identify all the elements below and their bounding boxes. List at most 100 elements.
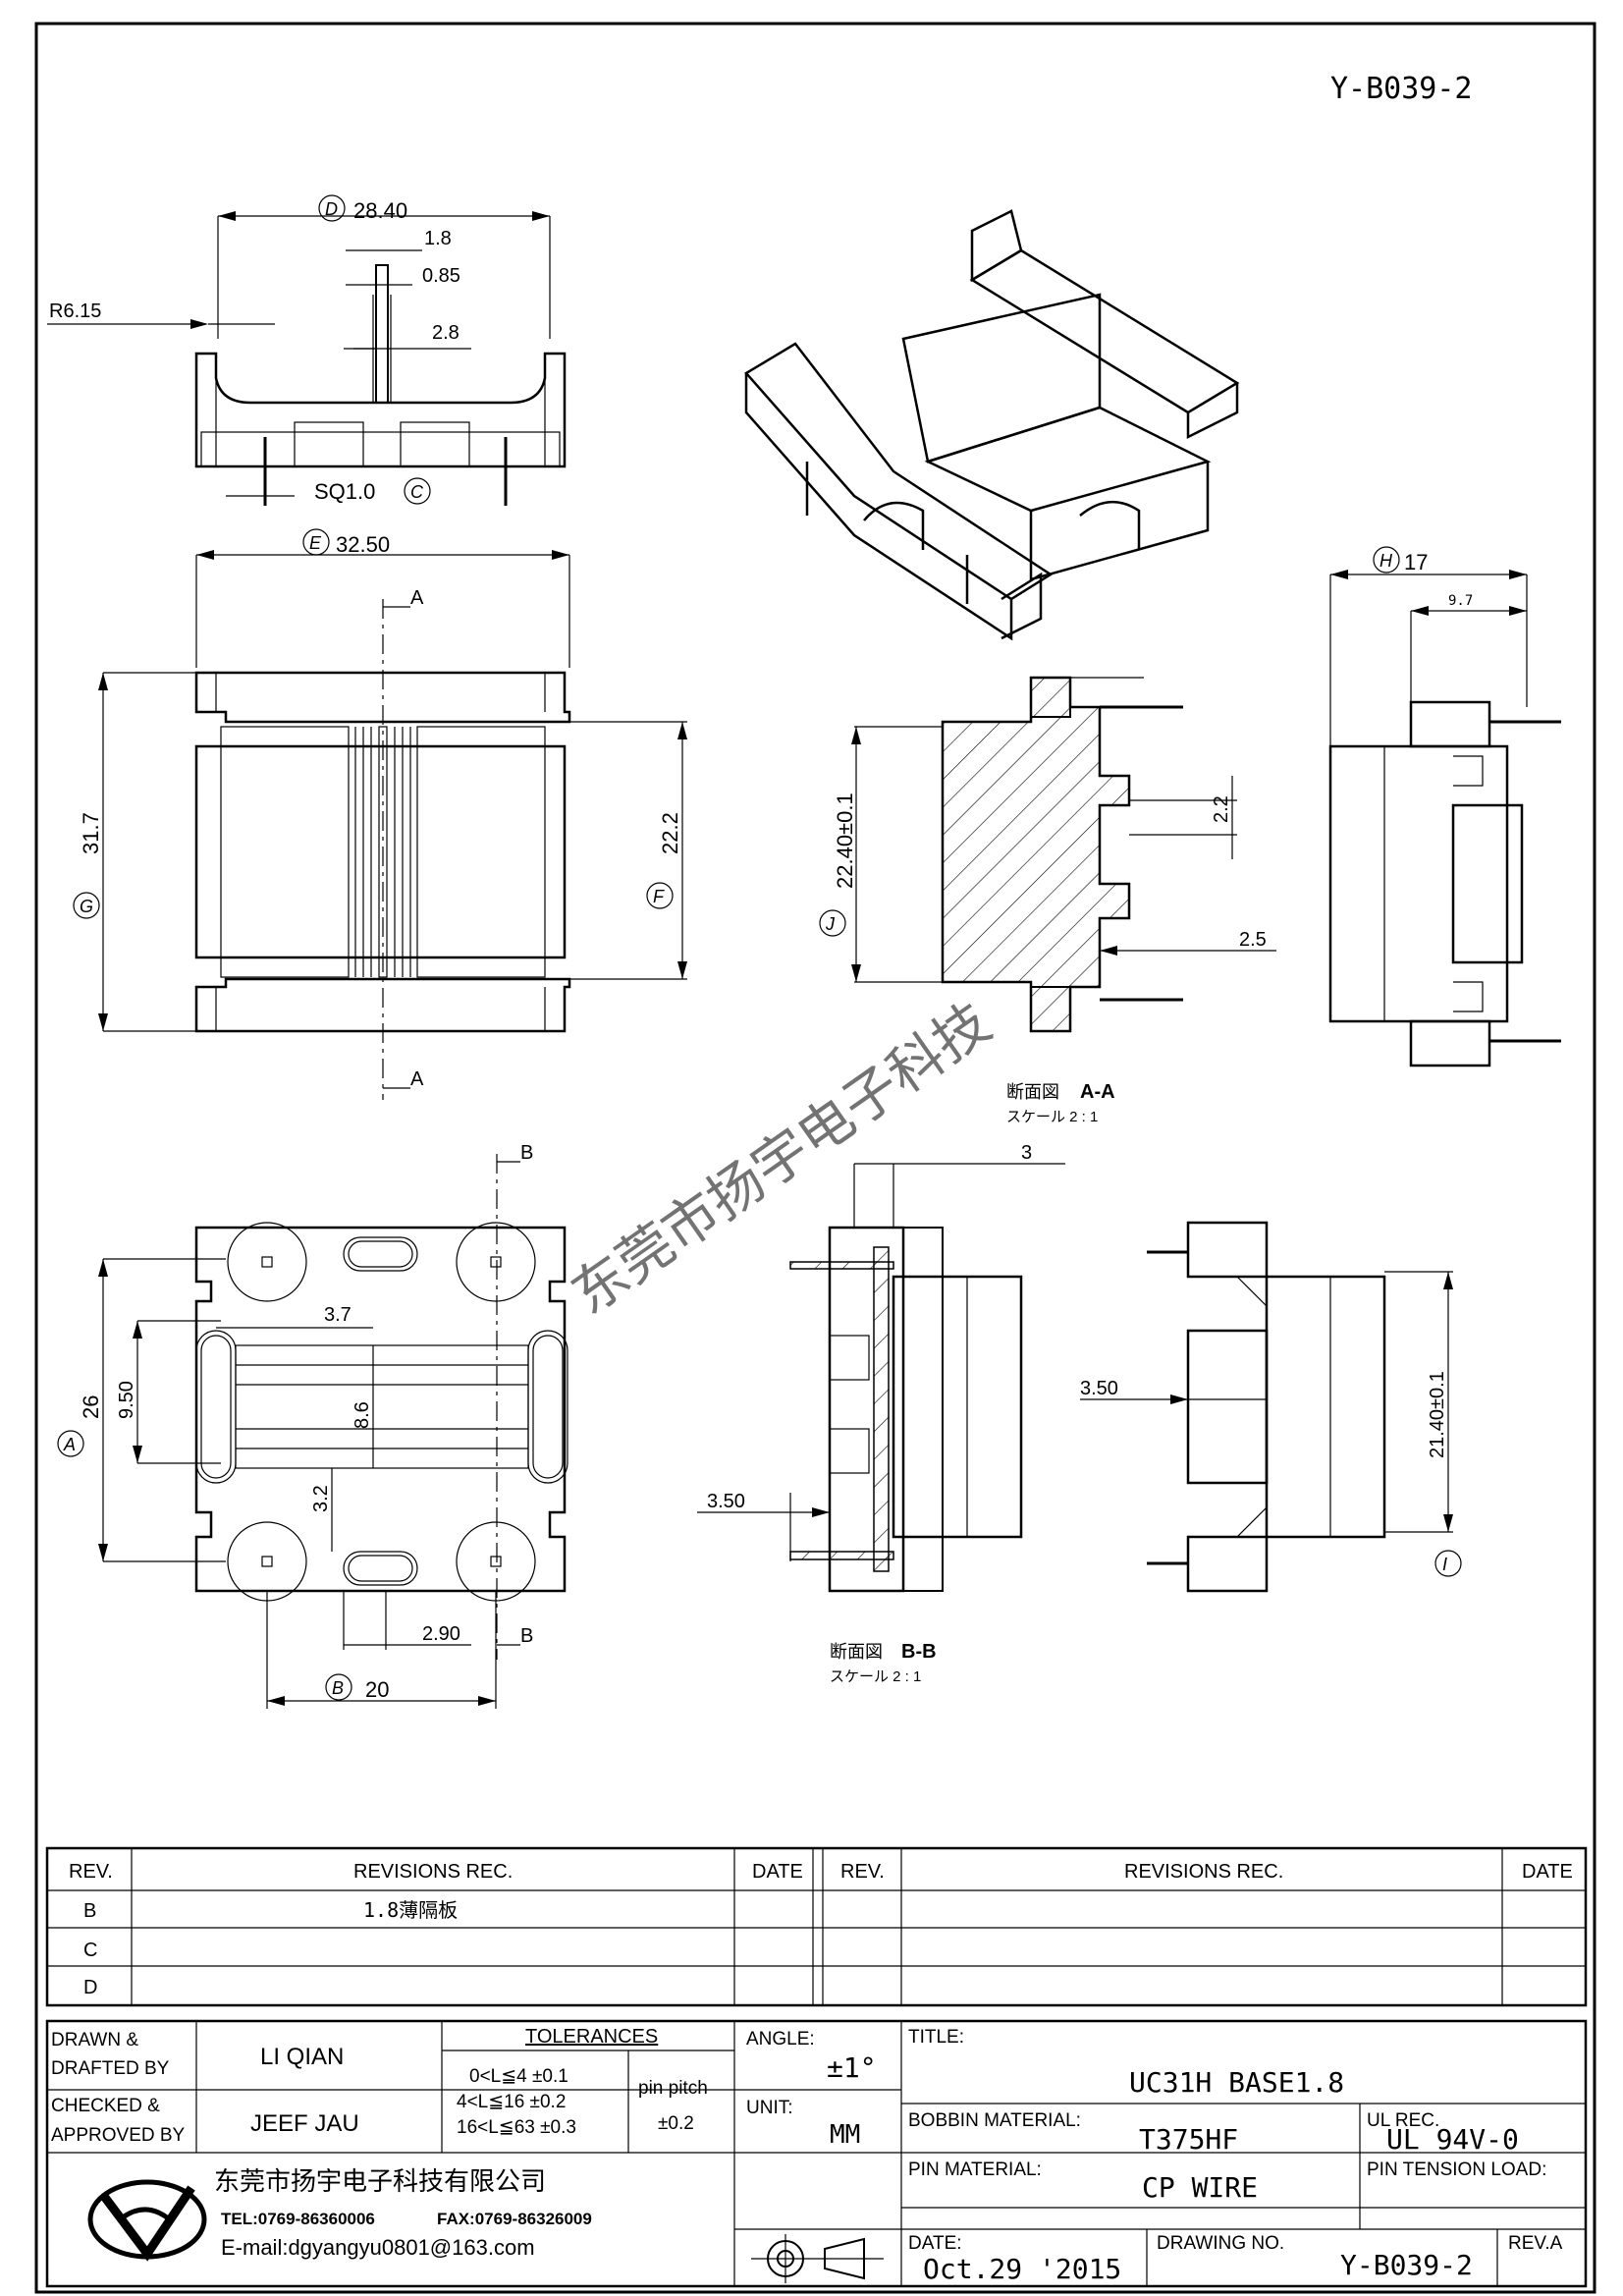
bobbin-value: T375HF bbox=[1139, 2123, 1238, 2156]
dim-0-85: 0.85 bbox=[422, 265, 460, 287]
dim-2-2: 2.2 bbox=[1211, 795, 1232, 823]
dim-e-value: 32.50 bbox=[336, 532, 390, 557]
dim-g-label: G bbox=[80, 897, 93, 916]
tolerances-header: TOLERANCES bbox=[525, 2026, 658, 2048]
dim-d-label: D bbox=[325, 199, 338, 219]
section-a-top: A bbox=[410, 587, 424, 609]
title-block: DRAWN & DRAFTED BY LI QIAN CHECKED & APP… bbox=[45, 2019, 1588, 2288]
dim-j-label: J bbox=[825, 914, 836, 934]
section-bb-caption: 断面図 bbox=[830, 1642, 883, 1662]
rev-header-left: REV. bbox=[69, 1861, 113, 1883]
rev-row-c: C bbox=[83, 1940, 97, 1961]
revisions-table: REV. REVISIONS REC. DATE REV. REVISIONS … bbox=[45, 1846, 1588, 2007]
dim-9-50: 9.50 bbox=[116, 1381, 137, 1419]
dim-20: 20 bbox=[365, 1677, 389, 1702]
front-view: E 32.50 A A 31.7 G 22.2 F bbox=[73, 528, 687, 1100]
pin-material-value: CP WIRE bbox=[1142, 2171, 1258, 2204]
drawn-label-1: DRAWN & bbox=[51, 2030, 138, 2050]
isometric-view bbox=[744, 209, 1240, 641]
title-value: UC31H BASE1.8 bbox=[1129, 2066, 1344, 2099]
section-aa-scale: スケール 2 : 1 bbox=[1006, 1109, 1098, 1125]
dim-i-label: I bbox=[1442, 1555, 1447, 1574]
bottom-view: B B 26 A 9. bbox=[57, 1142, 568, 1709]
dim-2-90: 2.90 bbox=[422, 1623, 460, 1645]
dim-2-5: 2.5 bbox=[1239, 929, 1267, 951]
ul-value: UL 94V-0 bbox=[1386, 2123, 1519, 2156]
rev-row-b: B bbox=[83, 1900, 96, 1922]
dim-3: 3 bbox=[1021, 1142, 1032, 1164]
title-label: TITLE: bbox=[908, 2027, 964, 2048]
dim-8-6: 8.6 bbox=[352, 1401, 373, 1429]
section-b-bottom: B bbox=[520, 1625, 533, 1647]
company-logo bbox=[87, 2179, 207, 2262]
tol-2: 4<L≦16 ±0.2 bbox=[457, 2092, 566, 2112]
angle-value: ±1° bbox=[827, 2051, 877, 2084]
angle-label: ANGLE: bbox=[746, 2029, 815, 2050]
drawing-no-value: Y-B039-2 bbox=[1340, 2249, 1473, 2281]
dim-a-label: A bbox=[63, 1435, 76, 1454]
dim-9-7: 9.7 bbox=[1448, 593, 1473, 609]
section-aa-id: A-A bbox=[1080, 1081, 1115, 1103]
dim-3-50-right: 3.50 bbox=[1080, 1378, 1118, 1399]
checked-label-2: APPROVED BY bbox=[51, 2125, 186, 2146]
bobbin-label: BOBBIN MATERIAL: bbox=[908, 2110, 1081, 2131]
pin-pitch-value: ±0.2 bbox=[658, 2113, 694, 2134]
unit-value: MM bbox=[830, 2120, 860, 2150]
checked-by: JEEF JAU bbox=[250, 2110, 359, 2137]
radius-label: R6.15 bbox=[49, 301, 101, 322]
dim-d-circle bbox=[318, 194, 346, 222]
dim-3-7: 3.7 bbox=[324, 1304, 352, 1326]
pin-sq-label: C bbox=[410, 482, 424, 502]
drawing-code: Y-B039-2 bbox=[1330, 72, 1473, 106]
date-header-left: DATE bbox=[752, 1861, 803, 1883]
section-bb: 3 3.50 断面図 B-B スケール 2 : 1 bbox=[697, 1142, 1065, 1685]
section-bb-scale: スケール 2 : 1 bbox=[830, 1668, 921, 1685]
section-aa: 22.40±0.1 J 2.2 2.5 断面図 A-A スケール 2 : 1 bbox=[819, 676, 1276, 1125]
dim-22-40: 22.40±0.1 bbox=[833, 793, 857, 889]
top-view: D 28.40 1.8 0.85 2.8 R6.15 SQ1.0 C bbox=[47, 194, 567, 506]
rev-row-d: D bbox=[83, 1977, 97, 1998]
dim-3-50-bb: 3.50 bbox=[707, 1491, 745, 1512]
company-fax: FAX:0769-86326009 bbox=[437, 2210, 592, 2228]
dim-h-value: 17 bbox=[1404, 550, 1428, 574]
rec-header-left: REVISIONS REC. bbox=[353, 1861, 513, 1883]
right-view: 3.50 21.40±0.1 I bbox=[1080, 1221, 1462, 1593]
date-label: DATE: bbox=[908, 2233, 962, 2254]
date-header-right: DATE bbox=[1522, 1861, 1573, 1883]
drawing-no-label: DRAWING NO. bbox=[1157, 2233, 1284, 2254]
dim-f-label: F bbox=[653, 887, 665, 906]
date-value: Oct.29 '2015 bbox=[923, 2253, 1121, 2285]
dim-21-40: 21.40±0.1 bbox=[1427, 1371, 1448, 1458]
dim-2-8: 2.8 bbox=[432, 322, 460, 344]
pin-pitch-label: pin pitch bbox=[638, 2078, 708, 2099]
pin-tension-label: PIN TENSION LOAD: bbox=[1367, 2159, 1546, 2180]
dim-d-value: 28.40 bbox=[353, 198, 407, 223]
company-email: E-mail:dgyangyu0801@163.com bbox=[221, 2235, 535, 2260]
company-name: 东莞市扬宇电子科技有限公司 bbox=[214, 2166, 546, 2196]
dim-31-7: 31.7 bbox=[79, 812, 103, 854]
dim-b-label: B bbox=[332, 1678, 344, 1698]
side-view: H 17 9.7 bbox=[1328, 546, 1561, 1067]
tol-1: 0<L≦4 ±0.1 bbox=[469, 2066, 568, 2087]
drawn-by: LI QIAN bbox=[260, 2044, 344, 2070]
rev-header-right: REV. bbox=[840, 1861, 885, 1883]
dim-1-8: 1.8 bbox=[424, 228, 452, 249]
rev-label: REV.A bbox=[1508, 2233, 1563, 2254]
pin-sq-text: SQ1.0 bbox=[314, 479, 375, 504]
dim-22-2: 22.2 bbox=[658, 812, 682, 854]
dim-3-2: 3.2 bbox=[310, 1485, 332, 1512]
dim-h-label: H bbox=[1380, 551, 1393, 571]
unit-label: UNIT: bbox=[746, 2098, 793, 2118]
pin-material-label: PIN MATERIAL: bbox=[908, 2159, 1042, 2180]
drawn-label-2: DRAFTED BY bbox=[51, 2058, 170, 2079]
projection-symbol bbox=[751, 2234, 884, 2283]
dim-26: 26 bbox=[79, 1395, 103, 1419]
section-b-top: B bbox=[520, 1142, 533, 1164]
watermark: 东莞市扬宇电子科技 bbox=[561, 991, 1001, 1326]
checked-label-1: CHECKED & bbox=[51, 2096, 160, 2116]
rec-row-b: 1.8薄隔板 bbox=[363, 1898, 458, 1922]
section-bb-id: B-B bbox=[901, 1641, 937, 1663]
ul-label: UL REC. bbox=[1367, 2110, 1439, 2131]
tol-3: 16<L≦63 ±0.3 bbox=[457, 2117, 576, 2138]
